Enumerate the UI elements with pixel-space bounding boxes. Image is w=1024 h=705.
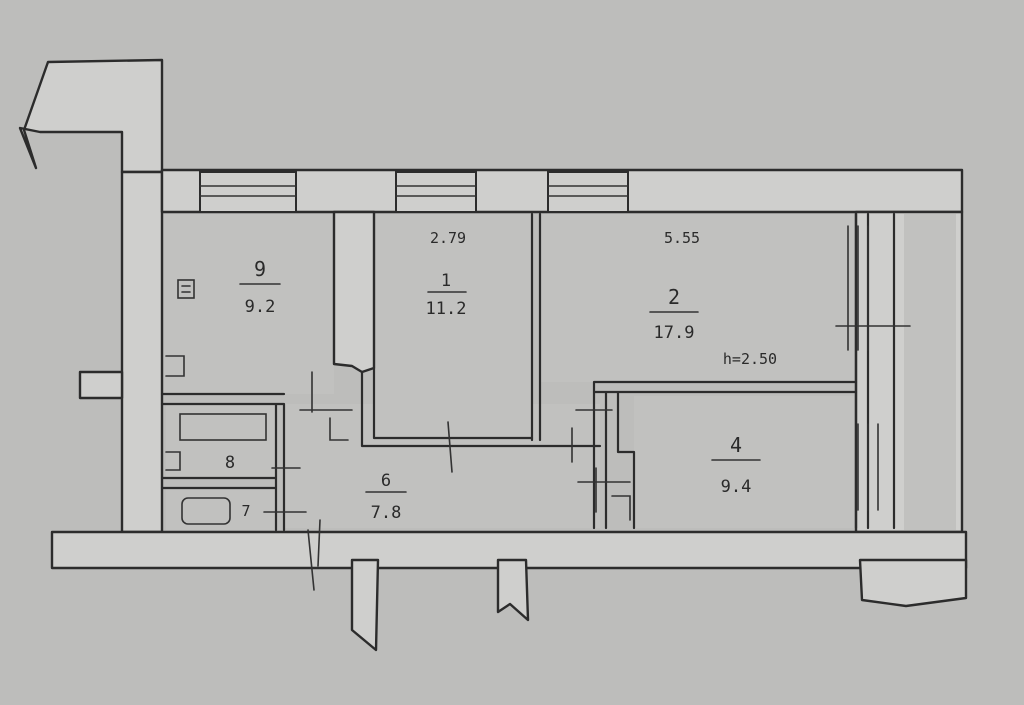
room-1-area: 11.2: [426, 299, 467, 319]
stove-icon: [177, 279, 195, 299]
bottom-mid-post: [496, 558, 530, 622]
ceiling-height: h=2.50: [723, 350, 777, 368]
entrance-door: [307, 519, 321, 591]
door-marks: [263, 371, 631, 591]
room-1-area: [374, 214, 532, 440]
washbasin-icon: [165, 451, 181, 471]
door-room-2: [571, 409, 613, 463]
partition-9-1: [332, 210, 376, 374]
partition-1-2: [530, 212, 542, 442]
bathtub-icon: [179, 413, 267, 441]
room-6-number: 6: [381, 471, 391, 491]
door-room-1: [447, 421, 453, 473]
room-9-number: 9: [254, 257, 266, 281]
right-corridor-area: [904, 214, 956, 530]
partition-wet-block: [160, 392, 286, 532]
room-6-area: 7.8: [371, 503, 402, 523]
windows: [199, 171, 911, 511]
sink-icon: [165, 355, 185, 377]
room-2-number: 2: [668, 285, 680, 309]
room-4-area: 9.4: [721, 477, 752, 497]
room-4-number: 4: [730, 433, 742, 457]
window-right-upper: [835, 225, 911, 351]
room-1-number: 1: [441, 271, 451, 291]
partition-2-4: [592, 380, 858, 530]
room-9-area: 9.2: [245, 297, 276, 317]
bottom-left-post: [350, 558, 380, 652]
door-room-9: [299, 371, 353, 441]
toilet-icon: [181, 497, 231, 525]
room-9-area: [164, 214, 334, 394]
room-8-number: 8: [225, 453, 235, 473]
room-7-number: 7: [241, 502, 250, 520]
corridor-top-line: [360, 366, 602, 448]
room-8-area: [166, 404, 276, 478]
stove-burner-icon: [181, 285, 191, 293]
partitions: [160, 210, 896, 532]
window-room-2: [547, 171, 629, 213]
room-2-area: [540, 214, 854, 382]
fixtures: [165, 279, 267, 525]
dimension-top-right: 5.55: [664, 229, 700, 247]
door-room-4: [577, 467, 631, 521]
left-wall: [120, 170, 164, 534]
bottom-right-stub: [858, 558, 968, 608]
window-right-lower: [857, 423, 879, 511]
room-2-area: 17.9: [654, 323, 695, 343]
room-areas: [164, 214, 956, 530]
window-room-9: [199, 171, 297, 213]
labels: 2.79 5.55 h=2.50 9 9.2 1 11.2 2 17.9 4 9…: [225, 229, 777, 523]
room-4-area: [634, 396, 854, 528]
room-6-area: [284, 404, 600, 528]
window-room-1: [395, 171, 477, 213]
dimension-top-middle: 2.79: [430, 229, 466, 247]
left-stub: [78, 370, 124, 400]
stub-wall: [18, 58, 164, 174]
